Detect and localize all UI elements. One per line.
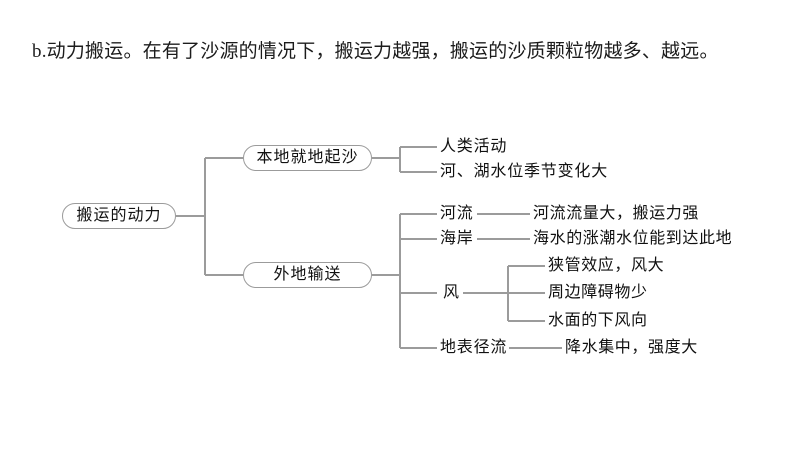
leaf-human-activity-label: 人类活动 — [440, 138, 508, 155]
leaf-surface-runoff-detail: 降水集中，强度大 — [565, 339, 698, 357]
node-local-sand-source-label: 本地就地起沙 — [256, 149, 359, 166]
leaf-wind-narrow-tube-effect: 狭管效应，风大 — [548, 257, 664, 275]
node-external-transport[interactable]: 外地输送 — [243, 262, 372, 288]
leaf-wind: 风 — [443, 284, 460, 302]
paragraph-text: 动力搬运。在有了沙源的情况下，搬运力越强，搬运的沙质颗粒物越多、越远。 — [46, 41, 719, 62]
leaf-seasonal-water-level: 河、湖水位季节变化大 — [440, 163, 608, 181]
leaf-wind-downwind-of-water-label: 水面的下风向 — [548, 312, 648, 329]
leaf-coast-label: 海岸 — [440, 230, 474, 247]
leaf-surface-runoff: 地表径流 — [440, 339, 507, 357]
leaf-river-label: 河流 — [440, 205, 474, 222]
leaf-wind-narrow-tube-effect-label: 狭管效应，风大 — [548, 257, 665, 274]
node-root[interactable]: 搬运的动力 — [62, 203, 176, 229]
leaf-river-detail-label: 河流流量大，搬运力强 — [533, 205, 700, 222]
leaf-wind-downwind-of-water: 水面的下风向 — [548, 312, 648, 330]
leaf-surface-runoff-detail-label: 降水集中，强度大 — [565, 339, 698, 356]
leaf-wind-few-obstacles: 周边障碍物少 — [548, 284, 648, 302]
leaf-wind-label: 风 — [443, 284, 460, 301]
leaf-river: 河流 — [440, 205, 474, 223]
leaf-coast-detail: 海水的涨潮水位能到达此地 — [533, 230, 732, 248]
node-external-transport-label: 外地输送 — [273, 266, 342, 283]
node-local-sand-source[interactable]: 本地就地起沙 — [243, 145, 372, 171]
leaf-surface-runoff-label: 地表径流 — [440, 339, 508, 356]
leaf-wind-few-obstacles-label: 周边障碍物少 — [548, 284, 648, 301]
leaf-human-activity: 人类活动 — [440, 138, 507, 156]
leaf-seasonal-water-level-label: 河、湖水位季节变化大 — [440, 163, 609, 180]
paragraph-block: b.动力搬运。在有了沙源的情况下，搬运力越强，搬运的沙质颗粒物越多、越远。 — [32, 32, 774, 72]
paragraph-lead: b. — [32, 41, 47, 62]
leaf-coast: 海岸 — [440, 230, 474, 248]
leaf-coast-detail-label: 海水的涨潮水位能到达此地 — [533, 230, 733, 247]
node-root-label: 搬运的动力 — [76, 207, 162, 224]
leaf-river-detail: 河流流量大，搬运力强 — [533, 205, 699, 223]
